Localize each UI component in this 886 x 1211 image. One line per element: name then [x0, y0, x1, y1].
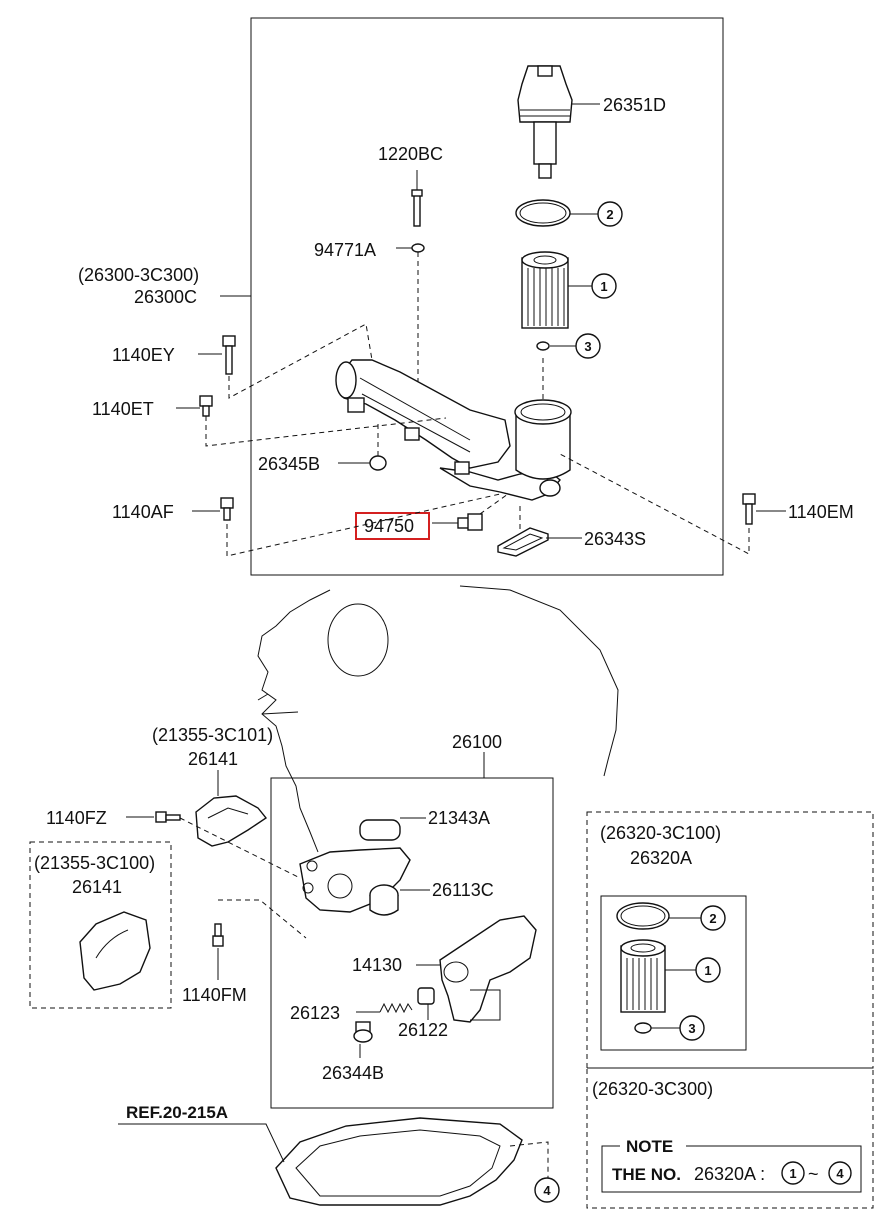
o-ring-large[interactable]	[515, 199, 571, 227]
label-1140fz[interactable]: 1140FZ	[46, 808, 107, 828]
label-1140fm[interactable]: 1140FM	[182, 985, 247, 1005]
label-1140af[interactable]: 1140AF	[112, 502, 174, 522]
note-to: 4	[836, 1166, 844, 1181]
label-94771a[interactable]: 94771A	[314, 240, 376, 260]
callout-circle	[700, 905, 726, 931]
o-ring-small[interactable]	[536, 341, 550, 351]
kit-filter-element	[620, 939, 666, 1013]
label-26141-a[interactable]: 26141	[188, 749, 238, 769]
bolt-1220bc[interactable]	[411, 189, 423, 227]
callout-circle	[534, 1177, 560, 1203]
label-14130[interactable]: 14130	[352, 955, 402, 975]
callout-circle	[597, 201, 623, 227]
filter-cap-part[interactable]	[517, 65, 573, 179]
callout-2-kit: 2	[709, 911, 716, 926]
label-26345b[interactable]: 26345B	[258, 454, 320, 474]
label-26300-alt: (26300-3C300)	[78, 265, 199, 285]
callout-circle	[679, 1015, 705, 1041]
seal-21343a	[359, 819, 401, 841]
label-26100[interactable]: 26100	[452, 732, 502, 752]
bolt-1140fm[interactable]	[212, 923, 224, 947]
callout-1-kit: 1	[704, 963, 711, 978]
callout-4-pan: 4	[543, 1183, 551, 1198]
note-from: 1	[789, 1166, 796, 1181]
label-ref-20-215a[interactable]: REF.20-215A	[126, 1103, 228, 1122]
filter-kit-frame	[586, 811, 874, 1069]
label-26344b[interactable]: 26344B	[322, 1063, 384, 1083]
note-part: 26320A :	[694, 1164, 765, 1184]
callout-circle	[575, 333, 601, 359]
label-26123[interactable]: 26123	[290, 1003, 340, 1023]
label-26141-b[interactable]: 26141	[72, 877, 122, 897]
callout-circle	[695, 957, 721, 983]
kit-o-ring-small	[634, 1022, 652, 1034]
kit-o-ring-large	[616, 902, 670, 930]
label-1140ey[interactable]: 1140EY	[112, 345, 175, 365]
gasket-94771a[interactable]	[411, 243, 425, 253]
filter-kit-inner-frame	[600, 895, 747, 1051]
label-26113c[interactable]: 26113C	[432, 880, 494, 900]
plug-26345b[interactable]	[369, 455, 387, 471]
label-26320-alt1: (26320-3C100)	[600, 823, 721, 843]
callout-circle	[828, 1161, 852, 1185]
callout-1: 1	[600, 279, 607, 294]
label-94750[interactable]: 94750	[364, 516, 414, 536]
label-26300c[interactable]: 26300C	[134, 287, 197, 307]
bolt-1140fz[interactable]	[155, 811, 181, 823]
note-prefix: THE NO.	[612, 1165, 681, 1184]
label-1140em[interactable]: 1140EM	[788, 502, 854, 522]
label-21355-alt1: (21355-3C101)	[152, 725, 273, 745]
engine-block-outline	[257, 585, 619, 853]
plunger-26122[interactable]	[417, 987, 435, 1005]
filter-kit-alt-frame	[586, 1067, 874, 1209]
label-26320a[interactable]: 26320A	[630, 848, 692, 868]
oil-pump-cover-part[interactable]	[439, 915, 537, 1023]
bolt-1140et[interactable]	[199, 395, 213, 417]
label-26351d[interactable]: 26351D	[603, 95, 666, 115]
chain-cover-26141-kit[interactable]	[79, 911, 151, 991]
callout-3: 3	[584, 339, 591, 354]
note-sep: ~	[808, 1164, 819, 1184]
bolt-1140ey[interactable]	[222, 335, 236, 375]
bushing-26113c[interactable]	[369, 884, 399, 916]
oil-filter-housing-part[interactable]	[335, 359, 572, 501]
label-26122[interactable]: 26122	[398, 1020, 448, 1040]
label-21355-alt2: (21355-3C100)	[34, 853, 155, 873]
label-21343a[interactable]: 21343A	[428, 808, 490, 828]
filter-element-part[interactable]	[521, 251, 569, 329]
callout-circle	[591, 273, 617, 299]
callout-circle	[781, 1161, 805, 1185]
highlight-box-94750	[355, 512, 430, 540]
callout-2: 2	[606, 207, 613, 222]
label-26320-alt2: (26320-3C300)	[592, 1079, 713, 1099]
bolt-1140em[interactable]	[742, 493, 756, 525]
label-1220bc[interactable]: 1220BC	[378, 144, 443, 164]
label-26343s[interactable]: 26343S	[584, 529, 646, 549]
chain-cover-26141-top[interactable]	[195, 795, 268, 847]
note-box	[601, 1145, 862, 1193]
chain-cover-kit-frame	[29, 841, 172, 1009]
gasket-26343s[interactable]	[497, 527, 549, 557]
callout-3-kit: 3	[688, 1021, 695, 1036]
spring-26123[interactable]	[379, 1002, 413, 1014]
note-title: NOTE	[626, 1137, 673, 1156]
oil-pressure-switch-part[interactable]	[457, 513, 483, 531]
oil-pump-frame	[270, 777, 554, 1109]
label-1140et[interactable]: 1140ET	[92, 399, 154, 419]
plug-26344b[interactable]	[353, 1021, 373, 1043]
bolt-1140af[interactable]	[220, 497, 234, 521]
oil-pan-part	[275, 1117, 523, 1206]
